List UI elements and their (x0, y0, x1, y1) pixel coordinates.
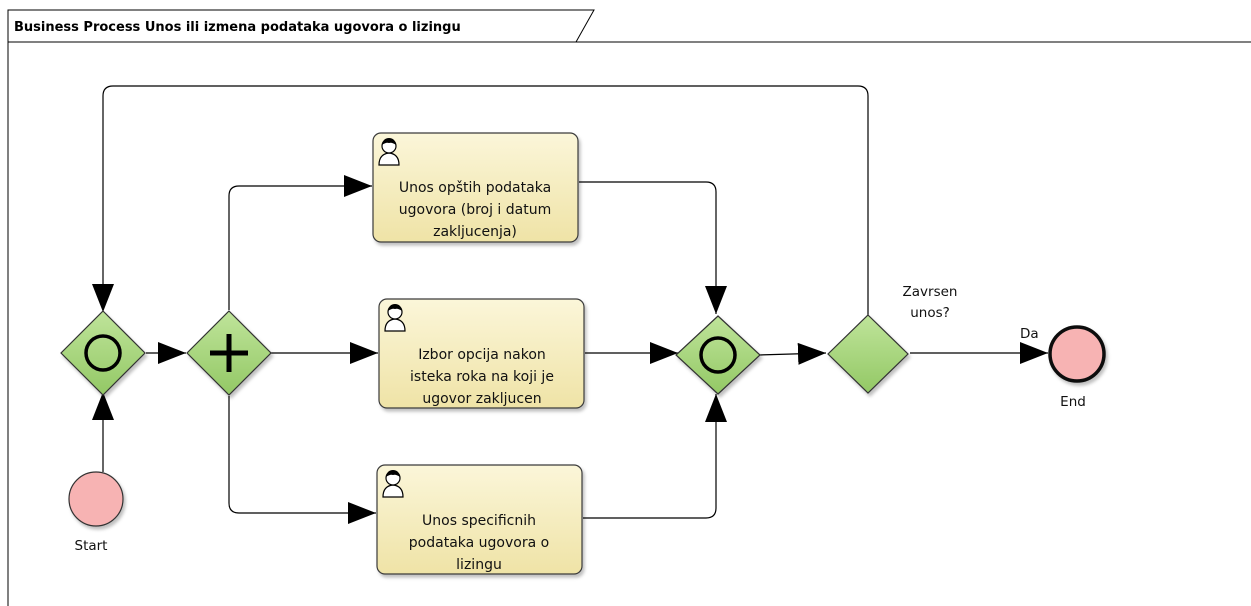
parallel-plus-icon (210, 334, 248, 372)
task3-line1: Unos specificnih (422, 513, 536, 529)
decision-label-line1: Zavrsen (903, 284, 958, 300)
task-unos-opstih-podataka: Unos opštih podataka ugovora (broj i dat… (372, 132, 579, 243)
task2-line3: ugovor zakljucen (422, 391, 541, 407)
user-icon (382, 470, 404, 498)
task1-line3: zakljucenja) (433, 224, 517, 240)
task1-line1: Unos opštih podataka (399, 180, 551, 196)
decision-gateway: Zavrsen unos? (827, 284, 958, 394)
merge-gateway (60, 310, 146, 396)
inclusive-marker-icon (84, 334, 122, 372)
decision-label-line2: unos? (910, 305, 950, 321)
start-event-label: Start (75, 538, 108, 554)
user-icon (378, 138, 400, 166)
flow-label-da: Da (1020, 326, 1039, 342)
task2-line2: isteka roka na koji je (410, 369, 554, 385)
flow-task3-to-join (583, 394, 727, 519)
join-gateway (675, 315, 761, 395)
task3-line2: podataka ugovora o (409, 535, 549, 551)
sequence-flows (92, 85, 1048, 524)
task2-line1: Izbor opcija nakon (418, 347, 546, 363)
task3-line3: lizingu (456, 557, 502, 573)
task-unos-specificnih-podataka: Unos specificnih podataka ugovora o lizi… (376, 464, 583, 575)
task1-line2: ugovora (broj i datum (399, 202, 551, 218)
user-icon (384, 304, 406, 332)
end-event-label: End (1060, 394, 1086, 410)
start-event: Start (68, 471, 124, 554)
task-izbor-opcija: Izbor opcija nakon isteka roka na koji j… (378, 298, 585, 409)
end-event: End (1048, 325, 1106, 410)
flow-loop-back (92, 85, 869, 318)
flow-join-to-decision (758, 342, 827, 365)
inclusive-marker-icon (699, 336, 737, 374)
flow-split-to-task3 (228, 396, 376, 524)
flow-split-to-task1 (228, 175, 372, 310)
split-gateway (186, 310, 272, 396)
diagram-frame: Business Process Unos ili izmena podatak… (7, 9, 1251, 606)
diagram-title: Business Process Unos ili izmena podatak… (14, 20, 461, 35)
flow-task1-to-join (579, 181, 727, 314)
